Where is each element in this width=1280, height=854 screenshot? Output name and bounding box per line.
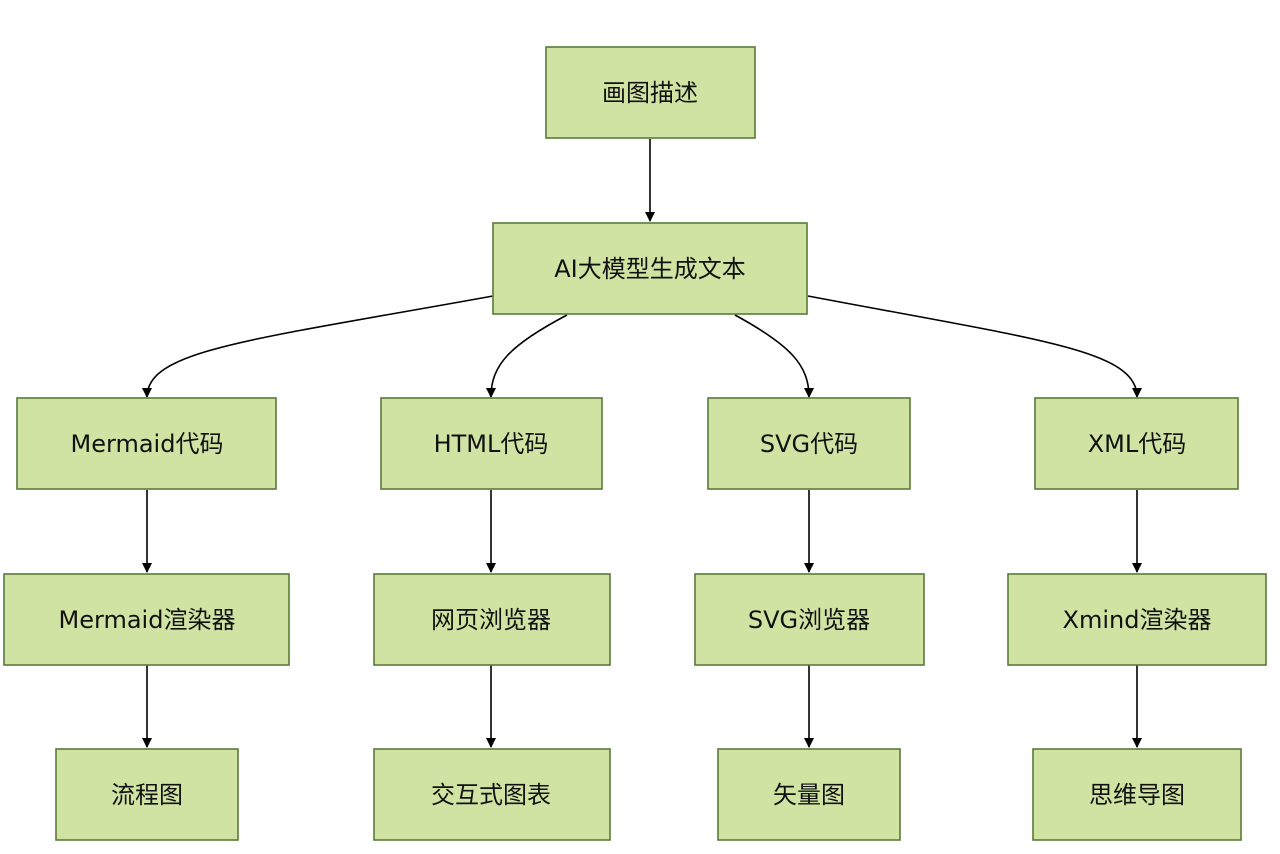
node-interactive-chart-label: 交互式图表 bbox=[431, 781, 551, 809]
node-vector-graphic: 矢量图 bbox=[717, 748, 901, 841]
node-xmind-renderer-label: Xmind渲染器 bbox=[1063, 606, 1212, 634]
edge-ai-to-svg-code bbox=[734, 314, 814, 398]
node-flowchart: 流程图 bbox=[55, 748, 239, 841]
node-mermaid-code-label: Mermaid代码 bbox=[71, 430, 224, 458]
edge-ai-to-html-code bbox=[486, 314, 568, 398]
node-desc: 画图描述 bbox=[545, 46, 756, 139]
node-vector-graphic-label: 矢量图 bbox=[773, 781, 845, 809]
node-xmind-renderer: Xmind渲染器 bbox=[1007, 573, 1267, 666]
node-interactive-chart: 交互式图表 bbox=[373, 748, 611, 841]
node-mind-map-label: 思维导图 bbox=[1089, 781, 1185, 809]
node-xml-code: XML代码 bbox=[1034, 397, 1239, 490]
node-ai: AI大模型生成文本 bbox=[492, 222, 808, 315]
node-xml-code-label: XML代码 bbox=[1088, 430, 1187, 458]
node-mermaid-renderer: Mermaid渲染器 bbox=[3, 573, 290, 666]
edges bbox=[142, 139, 1142, 748]
node-html-code-label: HTML代码 bbox=[434, 430, 549, 458]
node-ai-label: AI大模型生成文本 bbox=[554, 255, 746, 283]
node-mermaid-renderer-label: Mermaid渲染器 bbox=[59, 606, 236, 634]
edge-ai-to-xml-code bbox=[807, 295, 1142, 398]
node-svg-browser-label: SVG浏览器 bbox=[748, 606, 870, 634]
nodes: 画图描述 AI大模型生成文本 Mermaid代码 HTML代码 SVG代码 XM… bbox=[3, 46, 1267, 841]
node-mermaid-code: Mermaid代码 bbox=[16, 397, 277, 490]
node-desc-label: 画图描述 bbox=[602, 79, 698, 107]
node-svg-code-label: SVG代码 bbox=[760, 430, 858, 458]
node-flowchart-label: 流程图 bbox=[111, 781, 183, 809]
node-web-browser: 网页浏览器 bbox=[373, 573, 611, 666]
node-html-code: HTML代码 bbox=[380, 397, 603, 490]
edge-ai-to-mermaid-code bbox=[142, 295, 494, 398]
node-mind-map: 思维导图 bbox=[1032, 748, 1242, 841]
node-web-browser-label: 网页浏览器 bbox=[431, 606, 551, 634]
node-svg-browser: SVG浏览器 bbox=[694, 573, 925, 666]
node-svg-code: SVG代码 bbox=[707, 397, 911, 490]
